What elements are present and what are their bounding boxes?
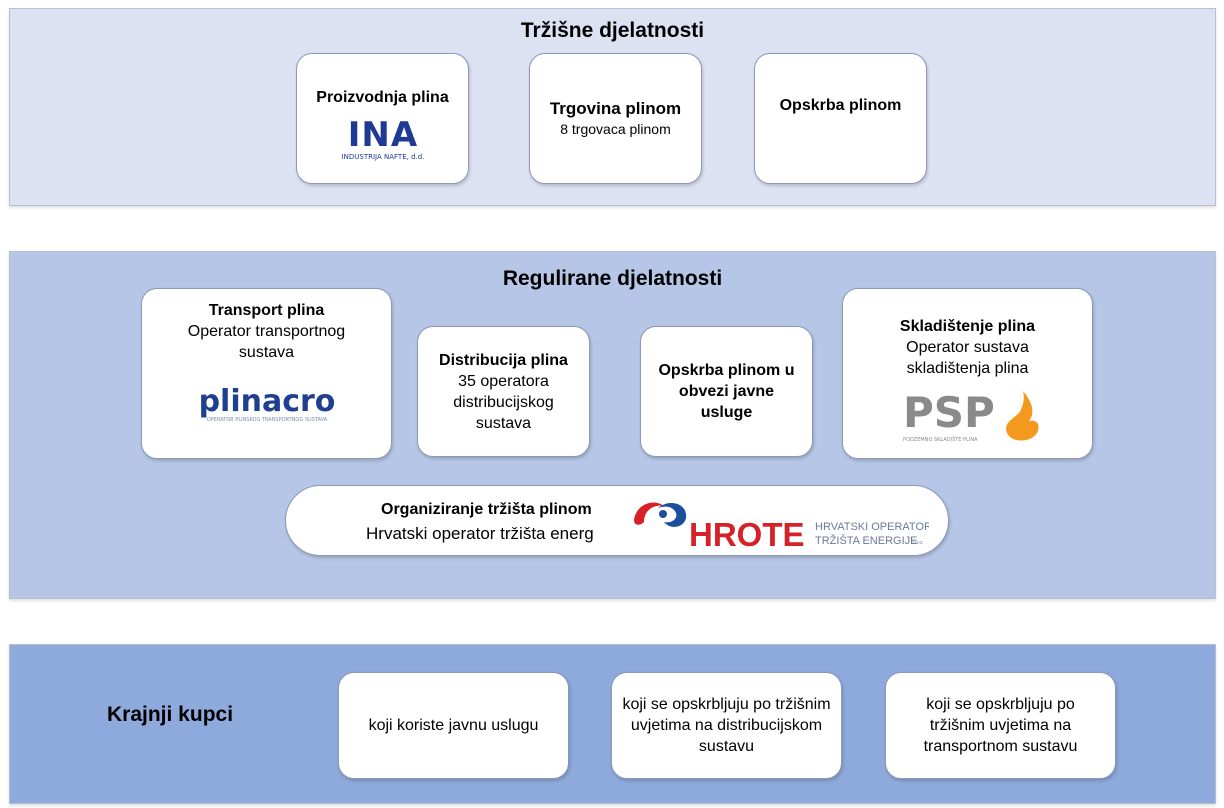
- end-customers-title: Krajnji kupci: [107, 703, 234, 726]
- plinacro-logo-text: plinacro: [198, 384, 335, 419]
- psp-logo-text: PSP: [903, 388, 995, 437]
- storage-text: Operator sustava skladištenja plina: [906, 339, 1029, 377]
- public-supply-box: Opskrba plinom u obvezi javne usluge: [640, 326, 813, 457]
- plinacro-logo-subtext: OPERATOR PLINSKOG TRANSPORTNOG SUSTAVA: [206, 417, 327, 423]
- distribution-title: Distribucija plina: [439, 351, 568, 369]
- customer-transport-box: koji se opskrbljuju po tržišnim uvjetima…: [885, 672, 1116, 779]
- ina-logo: INA INDUSTRIJA NAFTE, d.d.: [341, 116, 424, 161]
- ina-logo-text: INA: [347, 116, 417, 155]
- market-organization-title: Organiziranje tržišta plinom: [381, 501, 592, 518]
- production-box: Proizvodnja plina INA INDUSTRIJA NAFTE, …: [296, 53, 469, 184]
- plinacro-logo: plinacro OPERATOR PLINSKOG TRANSPORTNOG …: [198, 384, 335, 423]
- market-activities-title: Tržišne djelatnosti: [520, 19, 705, 42]
- flame-icon: [1005, 391, 1039, 441]
- trading-text: 8 trgovaca plinom: [560, 120, 671, 137]
- market-organization-text: Hrvatski operator tržišta energ: [366, 524, 594, 543]
- storage-title: Skladištenje plina: [899, 318, 1036, 335]
- hrote-logo-line2: TRŽIŠTA ENERGIJE: [815, 534, 917, 547]
- regulated-activities-title: Regulirane djelatnosti: [502, 267, 723, 290]
- storage-box: Skladištenje plina Operator sustava skla…: [842, 288, 1093, 459]
- public-supply-title: Opskrba plinom u obvezi javne usluge: [658, 362, 795, 421]
- supply-title: Opskrba plinom: [779, 97, 902, 114]
- transport-title: Transport plina: [208, 302, 325, 319]
- hrote-logo: HROTE HRVATSKI OPERATOR TRŽIŠTA ENERGIJE…: [689, 516, 929, 551]
- hrote-logo-text: HROTE: [689, 516, 805, 551]
- psp-logo: PSP PODZEMNO SKLADIŠTE PLINA: [903, 388, 1039, 443]
- customer-public-service-text: koji koriste javnu uslugu: [368, 717, 539, 734]
- psp-logo-subtext: PODZEMNO SKLADIŠTE PLINA: [903, 436, 978, 443]
- customer-distribution-box: koji se opskrbljuju po tržišnim uvjetima…: [611, 672, 842, 779]
- hrote-logo-line1: HRVATSKI OPERATOR: [815, 521, 929, 533]
- ina-logo-subtext: INDUSTRIJA NAFTE, d.d.: [341, 153, 424, 161]
- transport-box: Transport plina Operator transportnog su…: [141, 288, 392, 459]
- trading-box: Trgovina plinom 8 trgovaca plinom: [529, 53, 702, 184]
- production-title: Proizvodnja plina: [316, 89, 449, 106]
- customer-distribution-text: koji se opskrbljuju po tržišnim uvjetima…: [622, 696, 831, 755]
- distribution-box: Distribucija plina 35 operatora distribu…: [417, 326, 590, 457]
- customer-public-service-box: koji koriste javnu uslugu: [338, 672, 569, 779]
- hrote-swirl-icon: [634, 502, 687, 527]
- market-organization-box: Organiziranje tržišta plinom Hrvatski op…: [285, 485, 949, 556]
- hrote-logo-suffix: d.o.o.: [911, 540, 924, 546]
- trading-title: Trgovina plinom: [549, 98, 682, 118]
- supply-box: Opskrba plinom: [754, 53, 927, 184]
- customer-transport-text: koji se opskrbljuju po tržišnim uvjetima…: [923, 696, 1078, 755]
- transport-text: Operator transportnog sustava: [187, 323, 346, 361]
- distribution-text: 35 operatora distribucijskog sustava: [453, 372, 554, 432]
